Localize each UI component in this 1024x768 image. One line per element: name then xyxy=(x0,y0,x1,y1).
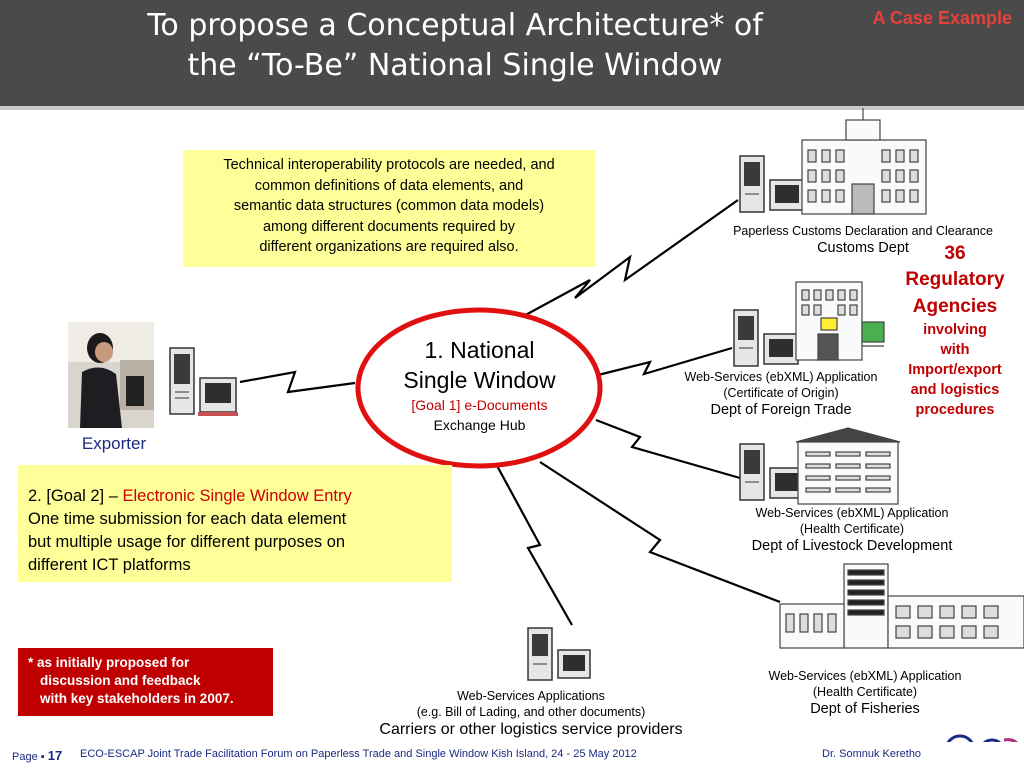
carriers-service: Web-Services Applications xyxy=(457,689,605,703)
hub-title-line-1: 1. National xyxy=(424,337,535,363)
foreign-trade-building-icon xyxy=(795,281,885,361)
customs-name: Customs Dept xyxy=(817,240,909,256)
interop-line: semantic data structures (common data mo… xyxy=(233,198,545,214)
title-line-2: the “To-Be” National Single Window xyxy=(187,48,723,83)
link-exporter-hub xyxy=(239,370,356,394)
agencies-line-2: Agencies xyxy=(912,296,998,317)
footnote-box: * as initially proposed for discussion a… xyxy=(18,648,273,716)
carriers-doc: (e.g. Bill of Lading, and other document… xyxy=(416,705,646,719)
customs-building-icon xyxy=(801,108,927,215)
interop-line: common definitions of data elements, and xyxy=(254,177,524,194)
foreign-trade-node-label: Web-Services (ebXML) Application (Certif… xyxy=(668,369,894,419)
agencies-line-5: Import/export xyxy=(908,362,1002,378)
customs-node-label: Paperless Customs Declaration and Cleara… xyxy=(710,223,1016,257)
goal2-prefix: 2. [Goal 2] – xyxy=(28,487,123,505)
interop-line: different organizations are required als… xyxy=(259,239,519,255)
footer-event: ECO-ESCAP Joint Trade Facilitation Forum… xyxy=(80,748,637,760)
agencies-line-3: involving xyxy=(923,322,987,338)
link-hub-livestock xyxy=(595,418,741,480)
fisheries-building-icon xyxy=(779,563,1024,649)
footnote-line-2: discussion and feedback xyxy=(40,673,201,688)
hub-label: 1. National Single Window [Goal 1] e-Doc… xyxy=(357,310,602,468)
server-icon-carriers xyxy=(527,627,591,681)
fisheries-doc: (Health Certificate) xyxy=(812,685,918,699)
title-line-1: To propose a Conceptual Architecture* of xyxy=(147,8,763,43)
carriers-name: Carriers or other logistics service prov… xyxy=(379,721,683,738)
goal2-line: One time submission for each data elemen… xyxy=(28,510,347,528)
server-icon-exporter xyxy=(169,347,238,416)
goal2-line: different ICT platforms xyxy=(28,556,191,574)
architecture-diagram xyxy=(68,108,1024,742)
page-number: 17 xyxy=(47,748,63,763)
livestock-service: Web-Services (ebXML) Application xyxy=(755,506,949,520)
agencies-line-7: procedures xyxy=(915,402,995,418)
page-number-label: Page ▪ 17 xyxy=(12,748,62,763)
footnote-line-3: with key stakeholders in 2007. xyxy=(40,691,234,706)
slide-title: To propose a Conceptual Architecture* of… xyxy=(40,6,870,86)
slide-footer: Page ▪ 17 ECO-ESCAP Joint Trade Facilita… xyxy=(0,742,1024,768)
regulatory-agencies-label: 36 Regulatory Agencies involving with Im… xyxy=(892,242,1018,420)
livestock-name: Dept of Livestock Development xyxy=(751,538,953,554)
livestock-building-icon xyxy=(795,427,901,505)
server-icon-livestock xyxy=(739,443,805,501)
foreign-trade-name: Dept of Foreign Trade xyxy=(710,402,852,418)
slide-header xyxy=(0,0,1024,110)
fisheries-node-label: Web-Services (ebXML) Application (Health… xyxy=(745,668,985,718)
goal2-note: 2. [Goal 2] – Electronic Single Window E… xyxy=(18,465,452,582)
agencies-count: 36 xyxy=(944,243,966,264)
hub-title-line-2: Single Window xyxy=(403,367,556,393)
footnote-line-1: * as initially proposed for xyxy=(28,655,190,670)
customs-service: Paperless Customs Declaration and Cleara… xyxy=(733,224,993,238)
interop-line: Technical interoperability protocols are… xyxy=(223,157,555,173)
exporter-photo xyxy=(68,322,154,428)
agencies-line-1: Regulatory xyxy=(905,269,1005,290)
interoperability-note: Technical interoperability protocols are… xyxy=(183,150,595,267)
interop-line: among different documents required by xyxy=(262,218,516,235)
livestock-node-label: Web-Services (ebXML) Application (Health… xyxy=(720,505,984,555)
link-hub-carriers xyxy=(494,461,573,626)
hub-goal: [Goal 1] e-Documents xyxy=(411,397,548,413)
link-hub-foreign-trade xyxy=(597,346,733,377)
goal2-line: but multiple usage for different purpose… xyxy=(28,533,346,551)
livestock-doc: (Health Certificate) xyxy=(799,522,905,536)
server-icon-foreign-trade xyxy=(733,309,799,367)
page-label: Page ▪ xyxy=(12,751,45,763)
footer-author: Dr. Somnuk Keretho xyxy=(822,748,922,760)
carriers-node-label: Web-Services Applications (e.g. Bill of … xyxy=(330,688,732,740)
national-single-window-hub xyxy=(355,307,603,469)
link-hub-customs xyxy=(519,199,739,319)
foreign-trade-doc: (Certificate of Origin) xyxy=(723,386,839,400)
fisheries-service: Web-Services (ebXML) Application xyxy=(768,669,962,683)
link-hub-fisheries xyxy=(539,461,781,604)
goal2-highlight: Electronic Single Window Entry xyxy=(122,487,352,505)
case-example-badge: A Case Example xyxy=(872,8,1012,28)
connection-links xyxy=(239,199,781,626)
agencies-line-6: and logistics xyxy=(910,382,1000,398)
ku-ino-logo xyxy=(946,734,1018,742)
agencies-line-4: with xyxy=(940,342,970,358)
foreign-trade-service: Web-Services (ebXML) Application xyxy=(684,370,878,384)
server-icon-customs xyxy=(739,155,805,213)
exporter-label: Exporter xyxy=(81,434,147,453)
goal2-heading: 2. [Goal 2] – Electronic Single Window E… xyxy=(28,485,452,508)
hub-goal-sub: Exchange Hub xyxy=(433,417,526,433)
fisheries-name: Dept of Fisheries xyxy=(810,701,920,717)
